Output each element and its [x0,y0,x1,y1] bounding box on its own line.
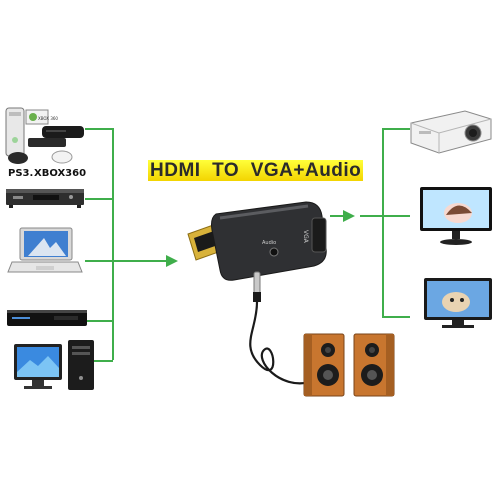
controller [8,152,28,164]
vga-port-label: VGA [302,230,309,244]
tv-illustration [424,278,492,328]
adapter-body [211,201,327,281]
adapter-to-display-line [330,215,348,217]
output-arrow [343,210,355,222]
left-speaker [303,333,345,397]
monitor-illustration [420,187,492,245]
source-bus-line [112,128,114,360]
source-link-bluray [85,320,113,322]
source-to-adapter-line [113,260,168,262]
display-link-tv [382,316,410,318]
xbox360-label: XBOX360 [34,168,87,179]
xbox360-logo-text: XBOX 360 [38,116,58,121]
speakers-illustration [303,333,395,397]
audio-jack [269,247,279,257]
vga-port [311,217,327,253]
diagram-title: HDMI TO VGA+Audio [148,160,364,181]
bluray-player-illustration [7,310,87,326]
source-link-laptop [85,260,113,262]
ps3-label: PS3. [8,168,34,179]
display-link-projector [382,128,410,130]
laptop-illustration [7,227,83,273]
source-link-consoles [85,128,113,130]
display-link-monitor [360,215,410,217]
desktop-pc-illustration [14,340,94,390]
source-link-dvd [85,198,113,200]
hdmi-vga-adapter: VGA Audio [187,201,327,281]
game-consoles-illustration: XBOX 360 [5,107,84,164]
projector-illustration [410,110,492,154]
right-speaker [353,333,395,397]
input-arrow [166,255,178,267]
audio-jack-label: Audio [262,240,276,246]
dvd-player-illustration [6,189,84,208]
xbox360-slim [28,138,66,147]
display-bus-line [382,128,384,316]
source-link-pc [85,360,113,362]
